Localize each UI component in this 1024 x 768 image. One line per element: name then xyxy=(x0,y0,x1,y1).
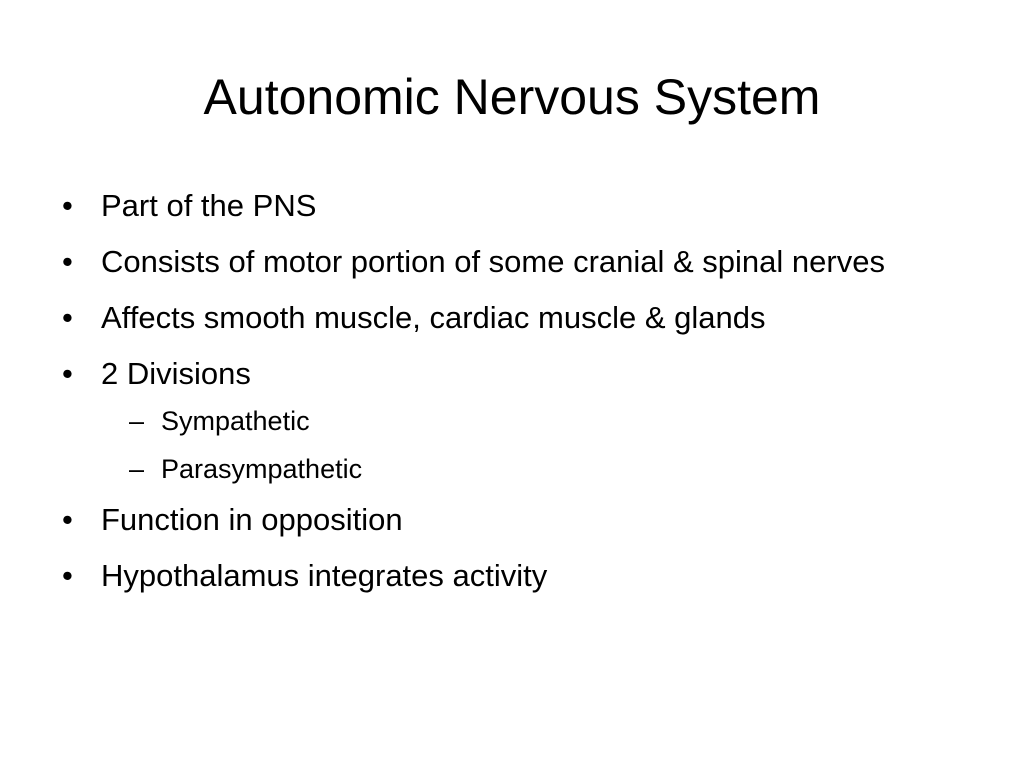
slide-title: Autonomic Nervous System xyxy=(203,69,821,125)
dash-icon: – xyxy=(129,406,145,436)
bullet-text: 2 Divisions xyxy=(101,356,251,391)
bullet-icon: • xyxy=(62,244,73,279)
sub-bullet-text: Parasympathetic xyxy=(161,454,363,484)
bullet-text: Consists of motor portion of some crania… xyxy=(101,244,885,279)
bullet-text: Hypothalamus integrates activity xyxy=(101,558,548,593)
bullet-icon: • xyxy=(62,300,73,335)
sub-bullet-item: – Parasympathetic xyxy=(101,449,960,489)
bullet-item: • Part of the PNS xyxy=(60,184,960,227)
sub-bullet-list: – Sympathetic – Parasympathetic xyxy=(101,401,960,489)
bullet-item: • 2 Divisions – Sympathetic – Parasympat… xyxy=(60,352,960,489)
bullet-text: Function in opposition xyxy=(101,502,403,537)
bullet-icon: • xyxy=(62,502,73,537)
sub-bullet-item: – Sympathetic xyxy=(101,401,960,441)
bullet-icon: • xyxy=(62,356,73,391)
bullet-icon: • xyxy=(62,188,73,223)
bullet-item: • Affects smooth muscle, cardiac muscle … xyxy=(60,296,960,339)
bullet-item: • Consists of motor portion of some cran… xyxy=(60,240,960,283)
bullet-list: • Part of the PNS • Consists of motor po… xyxy=(60,184,960,610)
dash-icon: – xyxy=(129,454,145,484)
bullet-item: • Hypothalamus integrates activity xyxy=(60,554,960,597)
bullet-icon: • xyxy=(62,558,73,593)
bullet-text: Affects smooth muscle, cardiac muscle & … xyxy=(101,300,766,335)
bullet-item: • Function in opposition xyxy=(60,498,960,541)
bullet-text: Part of the PNS xyxy=(101,188,317,223)
sub-bullet-text: Sympathetic xyxy=(161,406,310,436)
